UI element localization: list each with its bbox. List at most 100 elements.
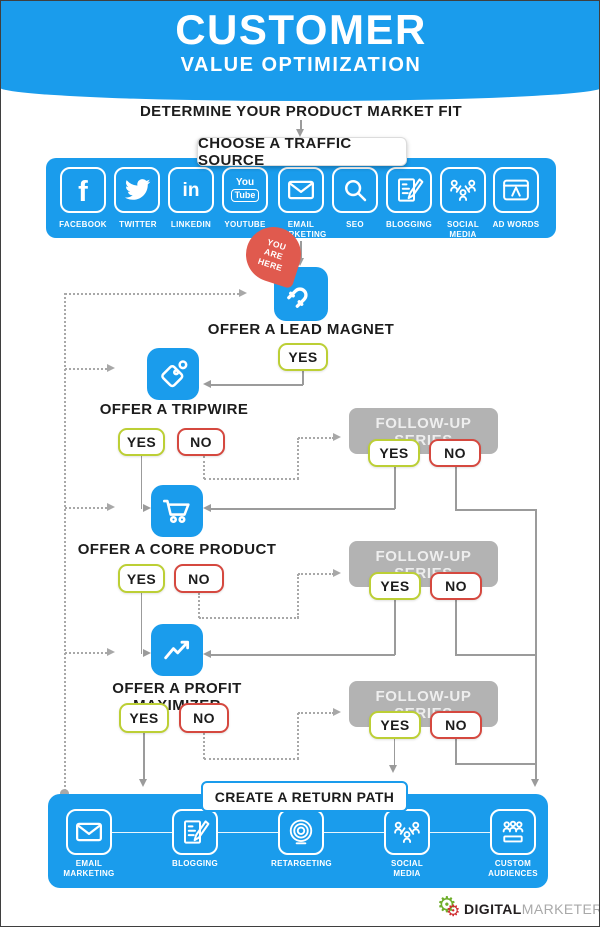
followup-3-no-chip: NO [430,711,482,739]
dotted-connector [204,478,299,480]
profit-no-chip: NO [179,703,229,733]
followup-3-yes-text: YES [380,717,410,733]
arrowhead-right [107,364,115,372]
traffic-label-youtube: YOUTUBE [224,220,266,229]
return-connector [218,832,278,833]
linkedin-in-glyph: in [182,179,200,201]
determine-market-fit-label: DETERMINE YOUR PRODUCT MARKET FIT [139,103,463,120]
core-product-no-chip: NO [174,564,224,593]
return-path-label: CREATE A RETURN PATH [214,788,395,805]
arrowhead-down [296,129,304,137]
arrowhead-right [333,433,341,441]
followup-1-no-text: NO [444,445,466,461]
connector-line [140,593,142,654]
dotted-rail-branch [65,652,107,654]
you-are-here-label: YOU ARE HERE [256,236,288,273]
core-no-text: NO [188,570,210,587]
connector-line [211,654,395,656]
magnet-icon [274,267,328,321]
social-media-icon [440,167,486,213]
followup-3-no-text: NO [445,717,467,733]
return-email-icon [66,809,112,855]
profit-yes-text: YES [129,710,159,726]
rail-end-dot [60,789,69,798]
youtube-tube-text: Tube [230,189,260,202]
return-label-email: EMAIL MARKETING [63,859,115,879]
traffic-label-social-media: SOCIAL MEDIA [446,220,480,240]
collector-line [535,509,537,780]
lead-magnet-yes-chip: YES [278,343,328,371]
lead-magnet-label: OFFER A LEAD MAGNET [207,321,395,338]
page-title: CUSTOMER [175,6,427,53]
arrowhead-left [203,504,211,512]
followup-1-no-chip: NO [429,439,481,467]
followup-2-no-chip: NO [430,572,482,600]
core-yes-text: YES [126,570,157,587]
connector-line [455,654,536,656]
connector-line [455,509,536,511]
header-banner: CUSTOMER VALUE OPTIMIZATION [1,1,599,101]
connector-line [211,508,395,510]
arrowhead-right [333,569,341,577]
twitter-icon [114,167,160,213]
connector-line [211,384,303,386]
growth-chart-icon [151,624,203,676]
dotted-connector [204,758,299,760]
shopping-cart-icon [151,485,203,537]
tripwire-yes-text: YES [126,434,157,450]
connector-line [302,371,304,385]
traffic-label-adwords: AD WORDS [492,220,540,229]
dotted-connector [297,438,299,479]
arrowhead-right [239,289,247,297]
custom-audiences-icon [490,809,536,855]
traffic-label-twitter: TWITTER [119,220,157,229]
dotted-connector [203,733,205,759]
arrowhead-right [333,708,341,716]
arrowhead-left [203,650,211,658]
dotted-connector [203,456,205,479]
logo-text-bold: DIGITAL [464,900,522,917]
return-social-media-icon [384,809,430,855]
arrowhead-down [389,765,397,773]
facebook-f-glyph: f [78,175,88,208]
followup-3-yes-chip: YES [369,711,421,739]
tripwire-no-text: NO [190,434,212,450]
choose-traffic-source-label: CHOOSE A TRAFFIC SOURCE [198,134,352,169]
traffic-label-blogging: BLOGGING [386,220,432,229]
linkedin-icon: in [168,167,214,213]
connector-line [455,467,457,510]
return-connector [430,832,490,833]
arrowhead-down [296,258,304,266]
followup-2-yes-chip: YES [369,572,421,600]
traffic-label-linkedin: LINKEDIN [170,220,212,229]
profit-yes-chip: YES [119,703,169,733]
retargeting-icon [278,809,324,855]
tripwire-label: OFFER A TRIPWIRE [99,401,249,418]
arrowhead-down [531,779,539,787]
return-label-custom-audiences: CUSTOM AUDIENCES [488,859,538,879]
facebook-icon: f [60,167,106,213]
dotted-rail-branch [65,368,107,370]
return-connector [324,832,384,833]
price-tag-icon [147,348,199,400]
dotted-connector [199,617,299,619]
tripwire-no-chip: NO [177,428,225,456]
followup-2-no-text: NO [445,578,467,594]
connector-line [455,763,536,765]
connector-line [393,739,395,767]
followup-2-yes-text: YES [380,578,410,594]
connector-line [140,456,142,509]
logo-text-light: MARKETER [521,900,600,917]
followup-1-yes-chip: YES [368,439,420,467]
choose-traffic-source-box: CHOOSE A TRAFFIC SOURCE [197,134,407,169]
return-path-box: CREATE A RETURN PATH [201,781,408,812]
connector-line [455,600,457,655]
arrowhead-right [143,649,151,657]
connector-line [143,733,145,781]
arrowhead-down [139,779,147,787]
page-subtitle: VALUE OPTIMIZATION [180,54,422,76]
arrowhead-right [143,504,151,512]
connector-line [300,120,302,130]
